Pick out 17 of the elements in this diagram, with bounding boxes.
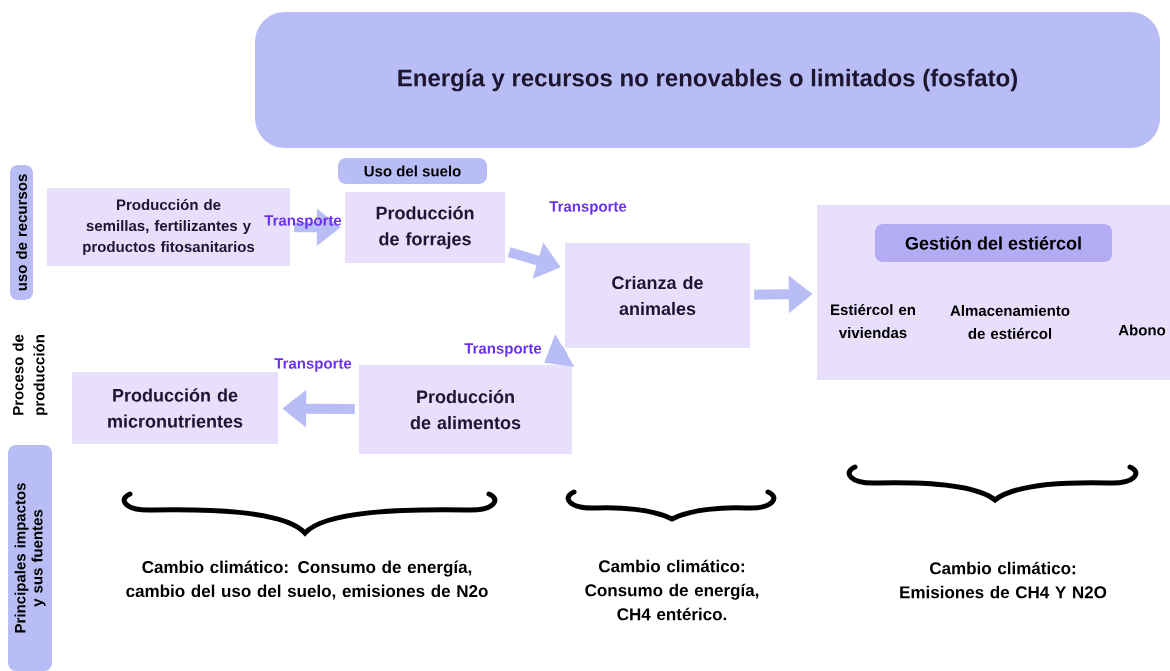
side-label: Proceso de producción [12, 334, 48, 415]
tag-pill: Uso del suelo [338, 158, 487, 184]
side-tab: Principales impactos y sus fuentes [8, 445, 52, 671]
side-tab: uso de recursos [10, 165, 33, 300]
heading-pill: Gestión del estiércol [875, 224, 1112, 262]
edge-label: Transporte [274, 358, 352, 372]
impact-text: Cambio climático: Emisiones de CH4 Y N2O [900, 561, 1107, 599]
process-box: Producción de forrajes [345, 192, 505, 263]
impact-text: Cambio climático: Consumo de energía, CH4 entérico. [585, 559, 759, 621]
title-banner: Energía y recursos no renovables o limitados (fosfato) [255, 12, 1160, 148]
process-box: Producción de alimentos [359, 365, 572, 454]
impact-text: Cambio climático: Consumo de energía, cambio del uso del suelo, emisiones de N2o [126, 560, 488, 600]
edge-label: Transporte [464, 343, 542, 357]
edge-label: Transporte [549, 201, 627, 215]
process-box: Crianza de animales [565, 243, 750, 348]
process-box: Producción de micronutrientes [72, 372, 278, 444]
edge-label: Transporte [264, 215, 342, 229]
